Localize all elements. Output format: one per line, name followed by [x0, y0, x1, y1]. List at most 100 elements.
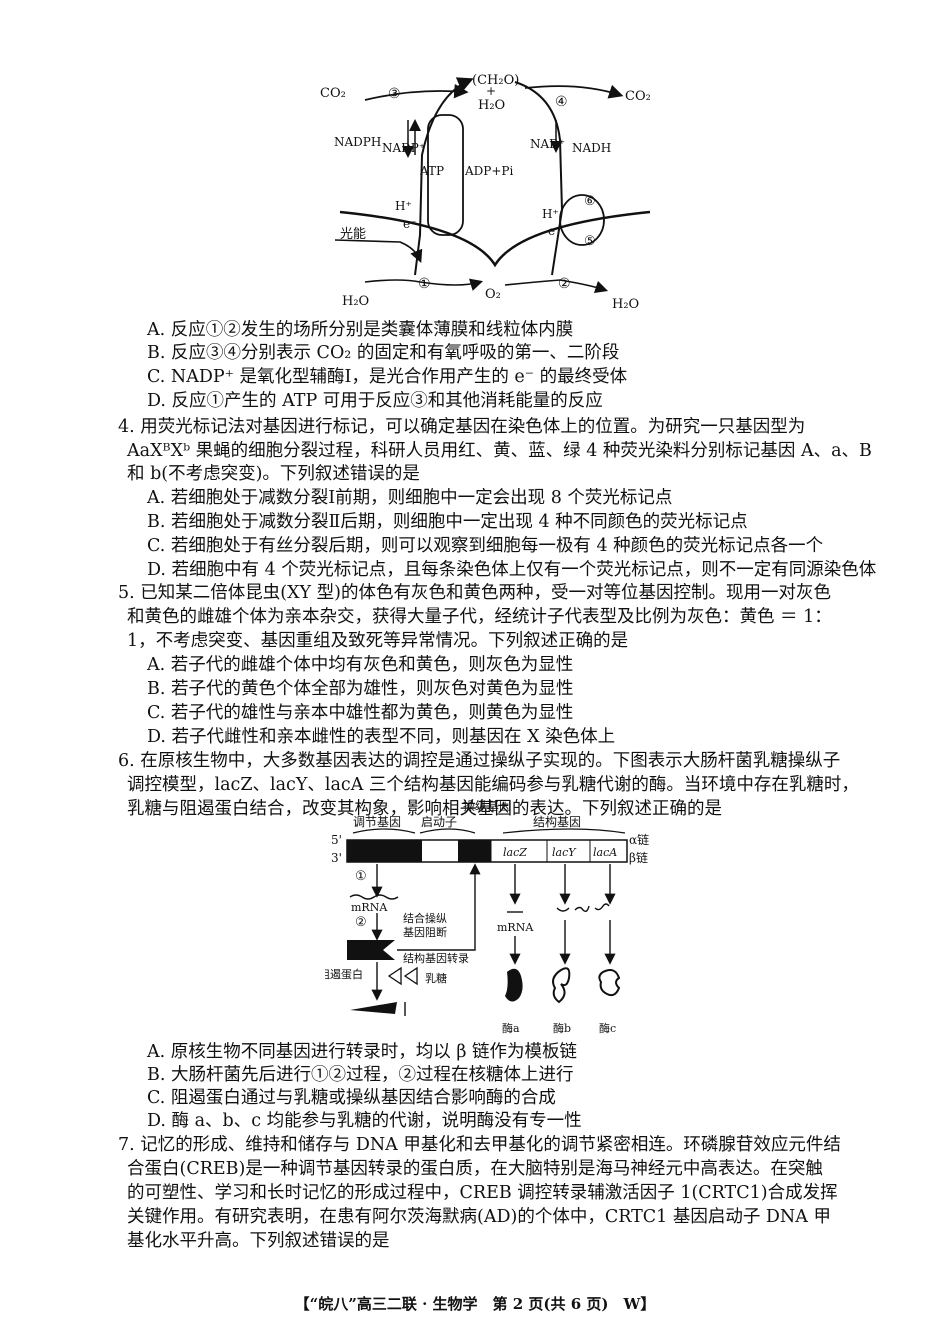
- label-lacz: lacZ: [503, 846, 527, 859]
- q6-option-a: A. 原核生物不同基因进行转录时，均以 β 链作为模板链: [147, 1042, 578, 1062]
- label-h2o-top: H₂O: [478, 98, 505, 113]
- enzyme-a-shape: [505, 968, 523, 1002]
- q6-stem-line1: 6. 在原核生物中，大多数基因表达的调控是通过操纵子实现的。下图表示大肠杆菌乳糖…: [118, 751, 841, 771]
- regulatory-gene-segment: [347, 840, 422, 862]
- q5-stem-line1: 5. 已知某二倍体昆虫(XY 型)的体色有灰色和黄色两种，受一对等位基因控制。现…: [118, 583, 831, 603]
- label-light-energy: 光能: [340, 227, 366, 242]
- bracket-structural: [502, 828, 626, 834]
- label-co2-right: CO₂: [625, 89, 651, 104]
- label-ch2o: (CH₂O): [472, 73, 519, 88]
- label-beta-chain: β链: [629, 850, 648, 865]
- enzyme-c-shape: [598, 969, 621, 997]
- label-h2o-bottom-left: H₂O: [342, 294, 369, 309]
- bracket-promoter: [419, 828, 476, 834]
- label-step1: ①: [418, 276, 431, 292]
- label-step3: ③: [388, 86, 401, 102]
- q3-option-c: C. NADP⁺ 是氧化型辅酶Ⅰ，是光合作用产生的 e⁻ 的最终受体: [147, 367, 628, 387]
- label-h2o-bottom-right: H₂O: [612, 297, 639, 312]
- label-nadph: NADPH: [334, 135, 381, 149]
- arrow-repressor-to-operator: [397, 863, 481, 951]
- label-five-prime: 5': [331, 833, 342, 847]
- lactose-triangle-2: [403, 966, 418, 986]
- q4-stem-line2: AaXᴮXᵇ 果蝇的细胞分裂过程，科研人员用红、黄、蓝、绿 4 种荧光染料分别标…: [127, 441, 872, 461]
- label-structural-genes: 结构基因: [533, 814, 581, 829]
- arrow-co2-fixation: [364, 83, 469, 101]
- q7-stem-line2: 合蛋白(CREB)是一种调节基因转录的蛋白质，在大脑特别是海马神经元中高表达。在…: [127, 1159, 823, 1179]
- label-mrna-right: mRNA: [497, 921, 534, 934]
- label-nadp-plus: NADP⁺: [382, 141, 425, 155]
- label-plus: +: [486, 84, 496, 98]
- lac-operon-diagram: 调节基因 启动子 操纵基因 结构基因 5' 3' α链 β链 lacZ lacY…: [325, 800, 649, 1035]
- lactose-triangle-1: [387, 966, 402, 986]
- label-h-plus-left: H⁺: [395, 199, 412, 213]
- arrow-co2-release: [524, 84, 624, 99]
- label-step6: ⑥: [584, 194, 596, 209]
- repressor-protein-shape: [347, 940, 395, 960]
- label-repressor: 阻遏蛋白: [325, 967, 363, 981]
- membrane-line: [339, 210, 651, 268]
- bracket-regulatory: [352, 828, 416, 834]
- q5-stem-line3: 1，不考虑突变、基因重组及致死等异常情况。下列叙述正确的是: [127, 631, 629, 651]
- label-enzyme-a: 酶a: [502, 1022, 520, 1035]
- q6-option-b: B. 大肠杆菌先后进行①②过程，②过程在核糖体上进行: [147, 1065, 574, 1085]
- arrow-oxygen-reduction: [504, 279, 609, 294]
- label-bind-operator: 结合操纵: [403, 911, 447, 925]
- arrow-water-split: [364, 278, 484, 291]
- label-promoter: 启动子: [421, 815, 457, 829]
- label-gene-block: 基因阻断: [403, 925, 447, 939]
- arrow-right-down: [514, 81, 564, 276]
- label-atp: ATP: [419, 164, 444, 178]
- q4-stem-line3: 和 b(不考虑突变)。下列叙述错误的是: [127, 464, 420, 484]
- label-enzyme-b: 酶b: [553, 1022, 571, 1035]
- q7-stem-line4: 关键作用。有研究表明，在患有阿尔茨海默病(AD)的个体中，CRTC1 基因启动子…: [127, 1207, 831, 1227]
- label-lacy: lacY: [552, 846, 577, 859]
- label-e-right: e⁻: [548, 224, 561, 238]
- label-operator: 操纵基因: [463, 800, 511, 813]
- q3-option-d: D. 反应①产生的 ATP 可用于反应③和其他消耗能量的反应: [147, 391, 603, 411]
- mrna-squiggle: [349, 894, 399, 900]
- q5-option-b: B. 若子代的黄色个体全部为雄性，则灰色对黄色为显性: [147, 679, 574, 699]
- inactive-repressor-shape: [350, 1002, 397, 1014]
- label-o2: O₂: [485, 287, 501, 302]
- q5-option-a: A. 若子代的雌雄个体中均有灰色和黄色，则灰色为显性: [147, 655, 574, 675]
- label-adp-pi: ADP+Pi: [464, 164, 513, 178]
- label-h-plus-right: H⁺: [542, 207, 559, 221]
- label-step4: ④: [555, 94, 568, 110]
- label-three-prime: 3': [331, 851, 342, 865]
- label-mrna-left: mRNA: [351, 901, 388, 914]
- label-regulatory-gene: 调节基因: [353, 815, 401, 829]
- q6-option-c: C. 阻遏蛋白通过与乳糖或操纵基因结合影响酶的合成: [147, 1088, 556, 1108]
- q4-option-c: C. 若细胞处于有丝分裂后期，则可以观察到细胞每一极有 4 种颜色的荧光标记点各…: [147, 536, 824, 556]
- q4-option-b: B. 若细胞处于减数分裂Ⅱ后期，则细胞中一定出现 4 种不同颜色的荧光标记点: [147, 512, 748, 532]
- q5-stem-line2: 和黄色的雌雄个体为亲本杂交，获得大量子代，经统计子代表型及比例为灰色：黄色 ＝ …: [127, 607, 832, 627]
- q4-option-a: A. 若细胞处于减数分裂Ⅰ前期，则细胞中一定会出现 8 个荧光标记点: [147, 488, 673, 508]
- label-nadh: NADH: [572, 141, 611, 155]
- q6-option-d: D. 酶 a、b、c 均能参与乳糖的代谢，说明酶没有专一性: [147, 1111, 582, 1131]
- label-step2: ②: [558, 276, 571, 292]
- operator-segment: [458, 840, 491, 862]
- q4-stem-line1: 4. 用荧光标记法对基因进行标记，可以确定基因在染色体上的位置。为研究一只基因型…: [118, 417, 806, 437]
- label-e-left: e⁻: [403, 217, 416, 231]
- label-structural-transcription: 结构基因转录: [403, 951, 469, 965]
- q7-stem-line5: 基化水平升高。下列叙述错误的是: [127, 1231, 390, 1251]
- label-step5: ⑤: [584, 234, 596, 249]
- page-footer: 【“皖八”高三二联 · 生物学 第 2 页(共 6 页) W】: [294, 1295, 656, 1313]
- label-laca: lacA: [593, 846, 617, 859]
- label-lactose: 乳糖: [425, 971, 447, 985]
- atp-cycle: [427, 114, 464, 236]
- photosynthesis-respiration-diagram: CO₂ ③ (CH₂O) + H₂O ④ CO₂ NADPH NADP⁺ ATP…: [320, 73, 651, 312]
- enzyme-b-shape: [552, 967, 571, 1004]
- mrna-fragments: [556, 903, 610, 913]
- cycle-5-6: [559, 194, 605, 246]
- q4-option-d: D. 若细胞中有 4 个荧光标记点，且每条染色体上仅有一个荧光标记点，则不一定有…: [147, 560, 877, 580]
- q6-stem-line3: 乳糖与阻遏蛋白结合，改变其构象，影响相关基因的表达。下列叙述正确的是: [127, 799, 722, 819]
- q5-option-d: D. 若子代雌性和亲本雌性的表型不同，则基因在 X 染色体上: [147, 727, 616, 747]
- label-co2-left: CO₂: [320, 86, 346, 101]
- q7-stem-line3: 的可塑性、学习和长时记忆的形成过程中，CREB 调控转录辅激活因子 1(CRTC…: [127, 1183, 838, 1203]
- label-step2: ②: [355, 915, 367, 930]
- q6-stem-line2: 调控模型，lacZ、lacY、lacA 三个结构基因能编码参与乳糖代谢的酶。当环…: [127, 775, 859, 795]
- light-arrow: [334, 239, 423, 263]
- label-step1: ①: [355, 869, 367, 884]
- label-nad-plus: NAD⁺: [530, 137, 565, 151]
